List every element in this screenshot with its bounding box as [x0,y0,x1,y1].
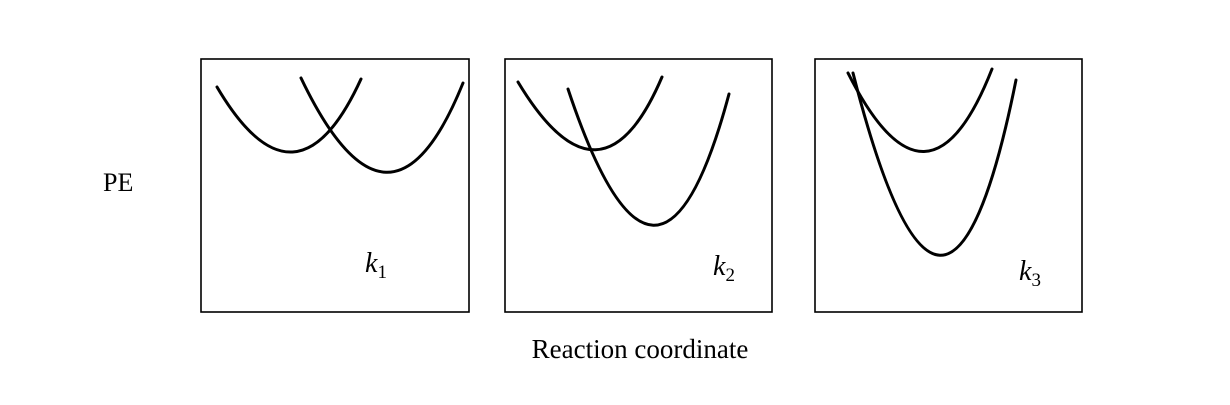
panel-k3: k3 [814,58,1083,313]
panel-1-frame [200,58,470,313]
panel-1-rate-subscript: 1 [377,262,387,283]
panel-1-rate-label: k1 [365,248,387,283]
panel-2-rate-symbol: k [713,251,726,282]
panel-3-rate-label: k3 [1019,256,1041,291]
panel-3-reactant-curve [846,67,994,153]
panel-1-product-curve [299,76,465,174]
panel-1-reactant-curve [215,77,363,154]
panel-2-rate-subscript: 2 [725,265,735,286]
panel-2-rate-label: k2 [713,251,735,286]
panel-2-reactant-curve [516,75,664,152]
panel-3-product-curve [851,71,1018,257]
panel-2-frame [504,58,773,313]
panel-3-rate-symbol: k [1019,256,1032,287]
panel-k2: k2 [504,58,773,313]
y-axis-label: PE [103,168,133,197]
panel-k1: k1 [200,58,470,313]
x-axis-label: Reaction coordinate [532,334,749,364]
panel-1-rate-symbol: k [365,248,378,279]
panel-2-product-curve [566,87,731,227]
panel-3-rate-subscript: 3 [1031,270,1041,291]
panel-3-frame [814,58,1083,313]
